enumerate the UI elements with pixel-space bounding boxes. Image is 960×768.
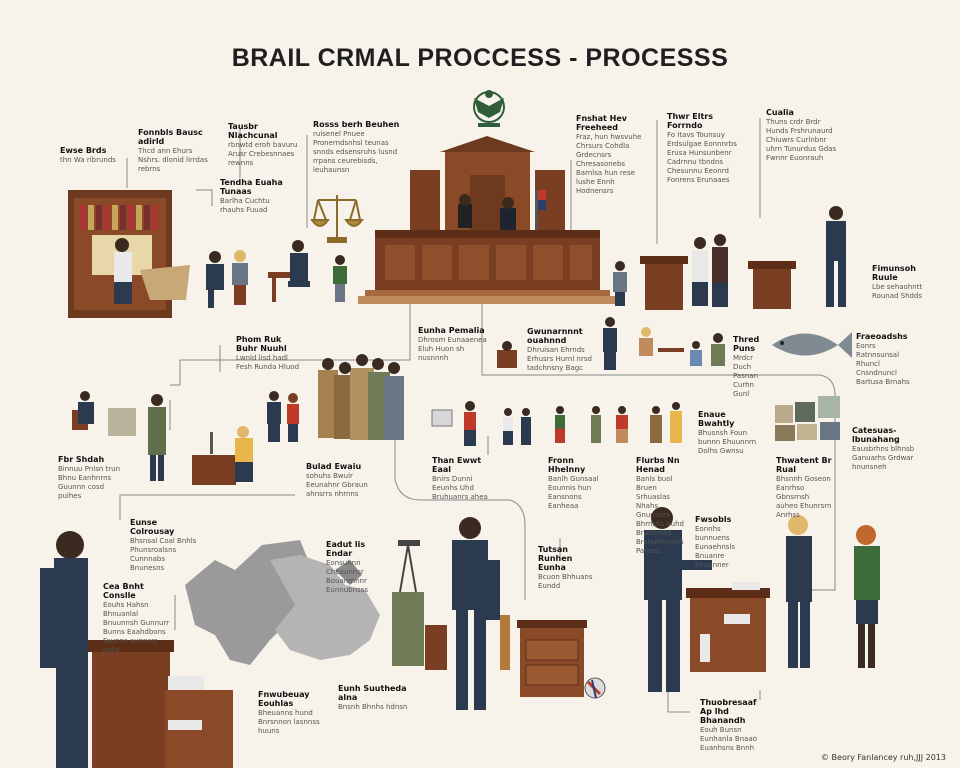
- speaker-at-podium: [40, 531, 233, 768]
- fish-icon: [772, 332, 852, 358]
- eagle-emblem: [473, 90, 505, 127]
- lawyer-clerk-group: [206, 240, 347, 308]
- evidence-tiles: [775, 396, 840, 441]
- law-library: [68, 190, 190, 318]
- courtroom-witnesses: [613, 206, 846, 310]
- arrest-sequence: [431, 401, 682, 446]
- courtroom-bench: [358, 136, 618, 304]
- community-scene: [497, 317, 725, 370]
- jury-crowd: [267, 354, 404, 442]
- page-title: BRAIL CRMAL PROCCESS - PROCESSS: [231, 44, 729, 72]
- scales-of-justice-icon: [310, 195, 364, 243]
- map-illustration: [185, 540, 380, 665]
- office-workers: [72, 391, 253, 485]
- credit-line: © Beory Fanlancey ruh,JJJ 2013: [821, 753, 946, 762]
- surveyor-and-cabinet: [392, 517, 606, 710]
- attorneys-and-desk: [644, 507, 880, 692]
